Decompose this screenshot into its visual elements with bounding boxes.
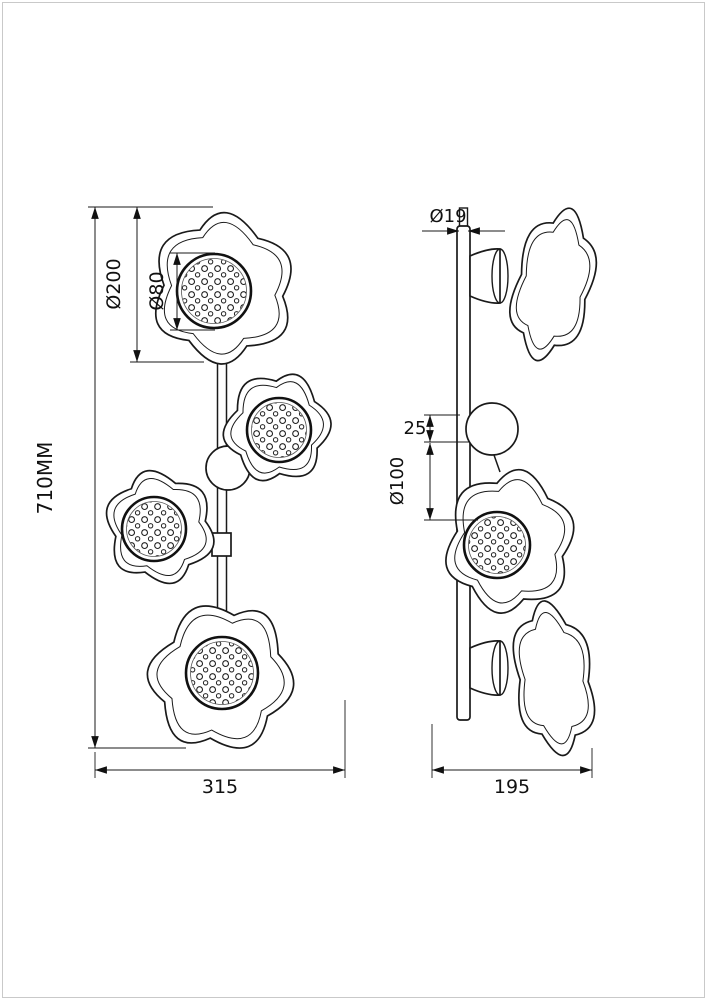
crystal-disc-side [462,510,532,580]
ball-joint-side [465,402,519,456]
dim-label-overall-depth: 195 [494,776,530,798]
crystal-disc-3 [120,495,188,563]
crystal-disc-4 [184,635,260,711]
dim-label-rod-diameter: Ø19 [429,206,466,227]
front-view [94,211,345,779]
dim-label-canopy-depth: 25 [404,418,427,439]
dim-label-overall-width: 315 [202,776,238,798]
crystal-disc-2 [245,396,313,464]
canopy-bottom [469,640,501,696]
side-shade-bottom [503,594,604,762]
canopy-bottom-rim [491,640,509,696]
mounting-bar [456,225,471,721]
dim-label-overall-height: 710MM [33,442,57,515]
middle-neck [493,454,501,473]
side-shade-top [498,199,609,370]
dim-label-canopy-diameter: Ø100 [387,457,408,506]
crystal-disc-1 [175,252,253,330]
dim-label-disc-diameter: Ø80 [146,271,168,310]
side-view [438,199,609,762]
canopy-top-rim [491,248,509,304]
dim-label-shade-diameter: Ø200 [103,258,125,309]
canopy-top [469,248,501,304]
stem-joint [211,532,232,557]
dimensions: 710MM Ø200 Ø80 315 Ø19 25 [33,206,593,798]
